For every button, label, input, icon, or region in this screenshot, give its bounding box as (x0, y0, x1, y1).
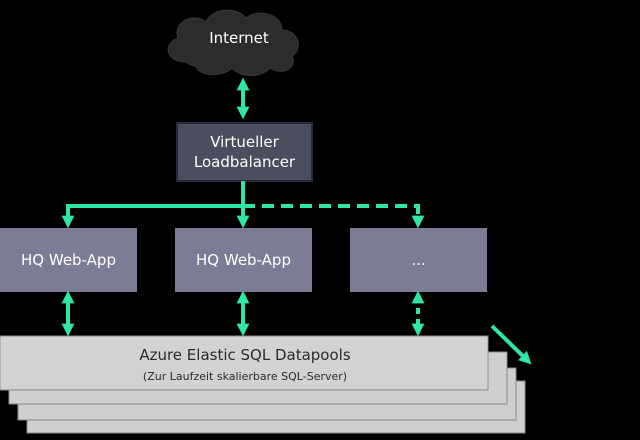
pool-layer-1 (0, 335, 489, 391)
internet-label: Internet (209, 29, 269, 47)
webapp-box-2 (175, 228, 312, 292)
loadbalancer-label-line1: Virtueller (210, 133, 279, 151)
loadbalancer-box (176, 122, 313, 182)
webapp-1-label: HQ Web-App (21, 251, 116, 269)
webapp-more-label: ... (411, 251, 426, 269)
loadbalancer-label: Virtueller Loadbalancer (177, 123, 312, 181)
pool-subtitle: (Zur Laufzeit skalierbare SQL-Server) (142, 370, 348, 383)
webapp-box-more (350, 228, 487, 292)
loadbalancer-label-line2: Loadbalancer (193, 153, 296, 171)
pool-title: Azure Elastic SQL Datapools (139, 346, 351, 364)
lb-left-connector (61, 204, 243, 229)
scale-out-arrow (490, 324, 532, 365)
internet-cloud-icon (167, 9, 299, 76)
lb-right-dashed-connector (243, 204, 425, 229)
webapp-2-label: HQ Web-App (196, 251, 291, 269)
webapp-box-1 (0, 228, 137, 292)
